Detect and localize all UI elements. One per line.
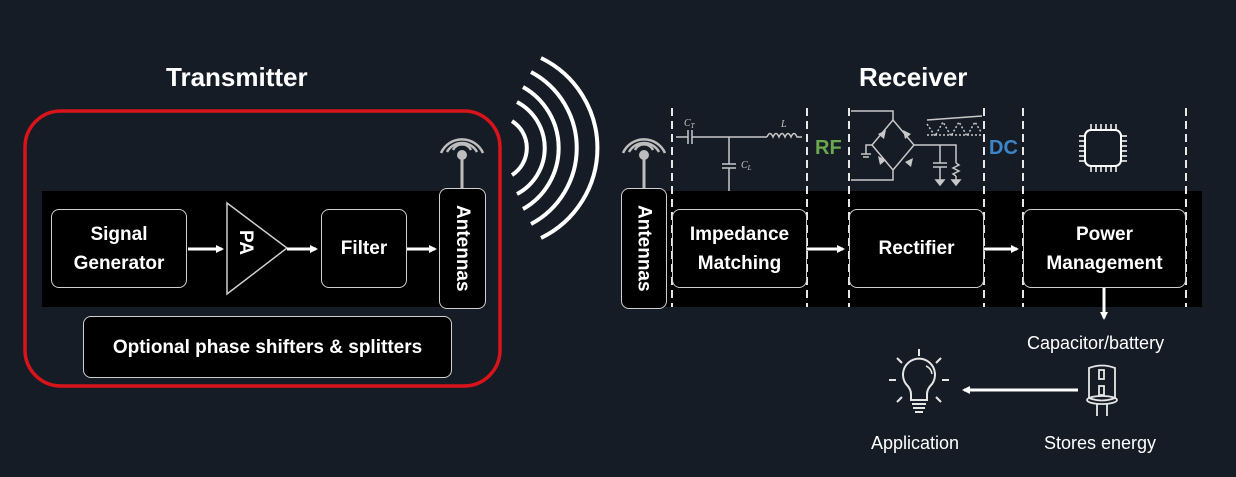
capacitor-battery-label: Capacitor/battery bbox=[1027, 333, 1165, 353]
rf-tag: RF bbox=[815, 137, 842, 159]
signal-generator-block: Signal Generator bbox=[51, 209, 187, 288]
l-label: L bbox=[780, 119, 787, 130]
application-label: Application bbox=[871, 433, 960, 453]
power-management-block: Power Management bbox=[1023, 209, 1186, 288]
rectifier-circuit-icon bbox=[851, 110, 983, 187]
stage-separators bbox=[671, 108, 1187, 307]
phase-shifters-block: Optional phase shifters & splitters bbox=[83, 316, 452, 378]
filter-block: Filter bbox=[321, 209, 407, 288]
cl-label: CL bbox=[741, 160, 752, 172]
ct-label: CT bbox=[684, 118, 696, 130]
wireless-waves-icon bbox=[510, 56, 600, 240]
lightbulb-icon bbox=[889, 349, 949, 413]
rx-antenna-icon bbox=[621, 138, 667, 189]
tx-antenna-icon bbox=[439, 138, 485, 189]
rectifier-diodes bbox=[878, 130, 913, 167]
pa-amplifier-icon bbox=[226, 201, 289, 296]
transmitter-title: Transmitter bbox=[166, 62, 308, 92]
rx-antennas-block: Antennas bbox=[621, 188, 667, 309]
microchip-icon bbox=[1079, 124, 1127, 172]
matching-circuit-icon bbox=[676, 130, 802, 191]
transmitter-outline bbox=[23, 109, 502, 388]
rectifier-block: Rectifier bbox=[849, 209, 984, 288]
tx-antennas-block: Antennas bbox=[439, 188, 486, 309]
pa-label: PA bbox=[235, 230, 256, 255]
capacitor-icon bbox=[1086, 364, 1118, 416]
impedance-matching-block: Impedance Matching bbox=[672, 209, 807, 288]
receiver-title: Receiver bbox=[859, 62, 968, 92]
dc-tag: DC bbox=[989, 137, 1018, 159]
stores-energy-label: Stores energy bbox=[1044, 433, 1157, 453]
